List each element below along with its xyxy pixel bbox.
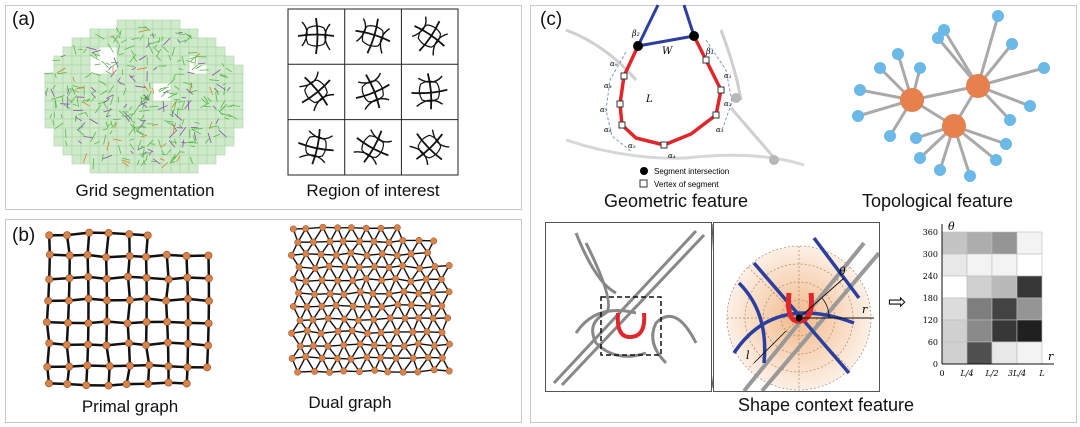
symbol-beta2: β₂ <box>631 29 640 38</box>
alpha-label-9: α₉ <box>610 60 618 68</box>
region-of-interest-grid <box>287 8 459 176</box>
heat-cell <box>941 253 968 277</box>
region-of-interest-caption: Region of interest <box>306 181 440 200</box>
y-axis-label: θ <box>948 220 955 233</box>
y-tick-label: 60 <box>928 338 938 347</box>
heat-cell <box>1016 319 1043 343</box>
topological-feature-graph <box>852 10 1050 182</box>
x-tick-label: 3L/4 <box>1008 369 1026 378</box>
heat-cell <box>966 275 993 299</box>
polar-theta: θ <box>839 265 846 278</box>
y-tick-label: 240 <box>923 272 938 281</box>
alpha-label-5: α₅ <box>628 142 636 150</box>
geometric-feature-caption: Geometric feature <box>603 191 749 211</box>
primal-graph-caption: Primal graph <box>81 397 179 416</box>
heat-cell <box>966 297 993 321</box>
geometric-feature-diagram: W L β₂ β₁ α₁ α₂ α₃ α₄ α₅ α₆ α₇ α₈ α₉ Seg… <box>565 4 805 189</box>
grid-segmentation-map <box>44 19 244 174</box>
topological-feature-caption: Topological feature <box>861 191 1014 211</box>
panel-c-label: (c) <box>540 9 563 30</box>
heat-cell <box>991 319 1018 343</box>
shape-context-caption: Shape context feature <box>737 395 915 415</box>
interchange-diagram <box>552 229 706 387</box>
x-tick-label: L/2 <box>984 369 998 378</box>
alpha-label-8: α₈ <box>604 82 612 90</box>
heat-cell <box>991 297 1018 321</box>
heat-cell <box>1016 231 1043 255</box>
heat-cell <box>991 231 1018 255</box>
legend-intersection: Segment intersection <box>654 167 729 176</box>
alpha-label-4: α₄ <box>668 152 676 160</box>
x-tick-label: 0 <box>939 369 944 378</box>
heat-cell <box>991 341 1018 365</box>
alpha-label-1: α₁ <box>724 72 732 80</box>
polar-r: r <box>862 303 868 316</box>
heat-cell <box>1016 341 1043 365</box>
symbol-w: W <box>662 46 673 57</box>
zoom-connector <box>711 223 717 389</box>
alpha-label-6: α₆ <box>604 126 612 134</box>
heat-cell <box>941 319 968 343</box>
y-tick-label: 300 <box>923 250 938 259</box>
panel-b-label: (b) <box>12 225 36 246</box>
heat-cell <box>1016 253 1043 277</box>
x-tick-label: L/4 <box>959 369 973 378</box>
heat-cell <box>1016 297 1043 321</box>
alpha-label-2: α₂ <box>724 100 732 108</box>
polar-l: l <box>746 349 750 362</box>
x-tick-label: L <box>1038 369 1044 378</box>
polar-diagram: r θ l <box>726 236 879 391</box>
heat-cell <box>941 341 968 365</box>
heat-cell <box>991 253 1018 277</box>
heat-cell <box>966 341 993 365</box>
y-tick-label: 360 <box>923 228 938 237</box>
panel-a-label: (a) <box>12 9 36 30</box>
y-tick-label: 0 <box>933 360 938 369</box>
legend-vertex: Vertex of segment <box>654 180 719 189</box>
heat-cell <box>966 231 993 255</box>
arrow-icon: ⇨ <box>888 290 907 315</box>
primal-graph <box>43 228 213 390</box>
heat-cell <box>941 297 968 321</box>
heat-cell <box>941 231 968 255</box>
polar-box: r θ l <box>713 222 880 392</box>
symbol-beta1: β₁ <box>705 47 714 56</box>
x-axis-label: r <box>1048 350 1054 363</box>
dual-graph <box>288 223 453 376</box>
alpha-label-3: α₃ <box>716 126 724 134</box>
alpha-label-7: α₇ <box>600 106 608 114</box>
heat-cell <box>966 319 993 343</box>
heat-cell <box>1016 275 1043 299</box>
heat-cell <box>966 253 993 277</box>
y-tick-label: 180 <box>923 294 938 303</box>
heat-cell <box>991 275 1018 299</box>
symbol-l: L <box>645 94 653 105</box>
dual-graph-caption: Dual graph <box>308 393 392 412</box>
y-tick-label: 120 <box>923 316 938 325</box>
heat-cell <box>941 275 968 299</box>
grid-segmentation-caption: Grid segmentation <box>75 181 215 200</box>
